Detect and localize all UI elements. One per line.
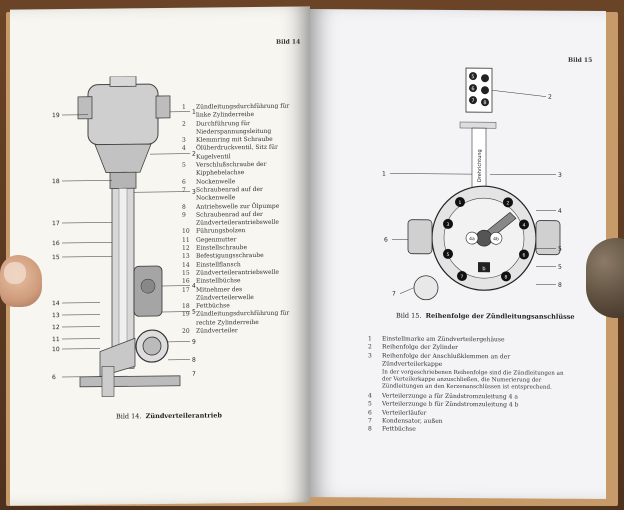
thumb-nail: [4, 262, 26, 284]
callout-label: 3: [192, 189, 196, 196]
terminal-number: 2: [507, 200, 510, 206]
callout-label: 8: [558, 282, 562, 289]
terminal-number: 7: [461, 274, 464, 280]
terminal-number: 4a: [469, 236, 475, 242]
terminal-number: 6: [523, 252, 526, 258]
legend-note: In der vorgeschriebenen Reihenfolge sind…: [382, 369, 564, 391]
cylinder-number: 8: [483, 100, 486, 106]
callout-label: 7: [192, 371, 196, 378]
caption-title: Zündverteilerantrieb: [145, 411, 222, 421]
terminal-number: 4b: [493, 236, 499, 242]
terminal-number: 3: [447, 222, 450, 228]
callout-label: 17: [52, 220, 60, 227]
terminal-number: 1: [459, 200, 462, 206]
callout-label: 1: [382, 170, 386, 177]
right-page: Bild 15 5 6 7 8 2 Drehrichtung: [310, 8, 606, 500]
callout-label: 5: [558, 264, 562, 271]
callout-label: 2: [192, 151, 196, 158]
terminal-number: b: [482, 266, 485, 272]
cylinder-number: 6: [471, 86, 474, 92]
callout-label: 2: [548, 94, 552, 101]
distributor-drive-diagram: 19 1 2 3 18 17 16 15 4 5 14 13 12 11 10 …: [52, 75, 196, 397]
callout-label: 10: [52, 346, 60, 353]
page-weight: [586, 238, 624, 318]
callout-label: 5: [192, 309, 196, 316]
callout-label: 9: [192, 339, 196, 346]
callout-label: 13: [52, 312, 60, 319]
callout-label: 19: [52, 112, 60, 119]
terminal-number: 5: [447, 252, 450, 258]
callout-label: 3: [558, 172, 562, 179]
callout-label: 5: [558, 246, 562, 253]
callout-label: 6: [52, 374, 56, 381]
caption-number: Bild 15.: [396, 311, 422, 320]
callout-label: 4: [558, 208, 562, 215]
terminal-number: 4: [523, 222, 526, 228]
callout-label: 15: [52, 254, 60, 261]
callout-label: 14: [52, 300, 60, 307]
page-label: Bild 14: [276, 38, 301, 46]
caption-number: Bild 14.: [116, 412, 142, 421]
callout-label: 7: [392, 291, 396, 298]
callout-label: 8: [192, 357, 196, 364]
cylinder-number: 5: [471, 74, 474, 80]
callout-label: 4: [192, 283, 196, 290]
callout-label: 16: [52, 240, 60, 247]
figure-caption: Bild 15. Reihenfolge der Zündleitungsans…: [396, 312, 575, 321]
figure-caption: Bild 14. Zündverteilerantrieb: [116, 411, 222, 420]
ignition-order-diagram: 5 6 7 8 2 Drehrichtung: [382, 67, 562, 301]
callout-label: 18: [52, 178, 60, 185]
callout-label: 6: [384, 236, 388, 243]
terminal-number: 8: [505, 274, 508, 280]
rotation-label: Drehrichtung: [477, 149, 483, 182]
cylinder-number: 7: [471, 98, 474, 104]
caption-title: Reihenfolge der Zündleitungsanschlüsse: [425, 311, 575, 321]
callout-label: 11: [52, 336, 60, 343]
callout-label: 1: [192, 109, 196, 116]
left-page: Bild 14: [10, 6, 310, 506]
callout-label: 12: [52, 324, 60, 331]
